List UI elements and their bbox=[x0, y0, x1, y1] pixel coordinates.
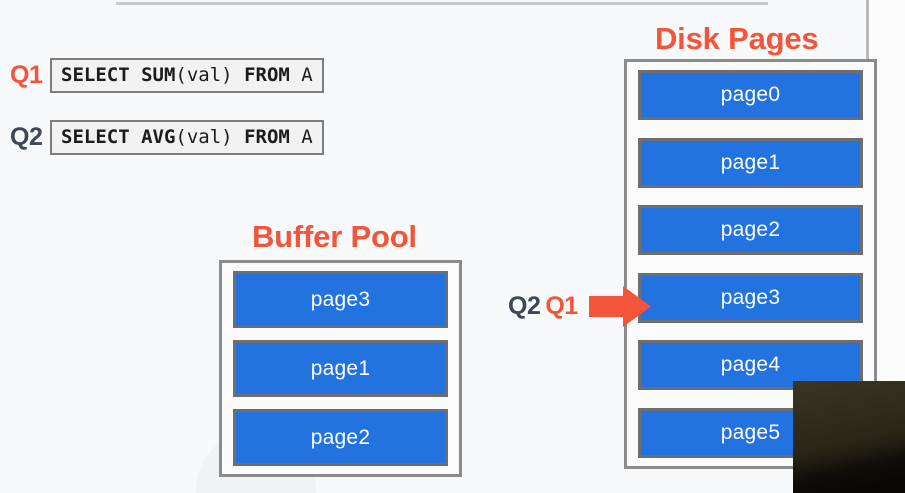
arrow-right-icon bbox=[588, 286, 651, 327]
query-label-q1: Q1 bbox=[10, 61, 43, 90]
disk-page-box[interactable]: page3 bbox=[638, 272, 863, 323]
sql-column-arg: (val) bbox=[175, 64, 233, 86]
sql-column-arg: (val) bbox=[175, 126, 233, 148]
webcam-video-overlay bbox=[793, 381, 905, 493]
sql-table-name: A bbox=[301, 64, 313, 86]
buffer-pool-title: Buffer Pool bbox=[252, 219, 417, 254]
sql-statement-q1: SELECT SUM(val) FROM A bbox=[50, 58, 324, 94]
sql-keyword-select: SELECT bbox=[61, 126, 130, 148]
buffer-pool-container: page3 page1 page2 bbox=[219, 260, 462, 477]
query-row-q2: Q2 SELECT AVG(val) FROM A bbox=[10, 120, 324, 156]
sql-keyword-from: FROM bbox=[244, 126, 290, 148]
buffer-page-box[interactable]: page3 bbox=[233, 271, 448, 328]
page-access-marker: Q2 Q1 bbox=[508, 286, 651, 327]
disk-page-box[interactable]: page2 bbox=[638, 205, 863, 256]
query-row-q1: Q1 SELECT SUM(val) FROM A bbox=[10, 58, 324, 94]
sql-keyword-select: SELECT bbox=[61, 64, 130, 86]
sql-function-avg: AVG bbox=[141, 126, 176, 148]
buffer-page-box[interactable]: page1 bbox=[233, 340, 448, 397]
buffer-page-box[interactable]: page2 bbox=[233, 409, 448, 466]
disk-page-box[interactable]: page1 bbox=[638, 137, 863, 188]
top-divider-rule bbox=[116, 2, 768, 5]
access-active-label-q1: Q1 bbox=[545, 292, 578, 320]
sql-table-name: A bbox=[301, 126, 313, 148]
sql-function-sum: SUM bbox=[141, 64, 176, 86]
access-queued-label-q2: Q2 bbox=[508, 292, 541, 320]
sql-keyword-from: FROM bbox=[244, 64, 290, 86]
disk-pages-title: Disk Pages bbox=[655, 21, 819, 56]
disk-pages-container: page0 page1 page2 page3 page4 page5 bbox=[624, 59, 877, 469]
disk-page-box[interactable]: page0 bbox=[638, 70, 863, 120]
sql-statement-q2: SELECT AVG(val) FROM A bbox=[50, 120, 324, 156]
query-label-q2: Q2 bbox=[10, 123, 43, 152]
